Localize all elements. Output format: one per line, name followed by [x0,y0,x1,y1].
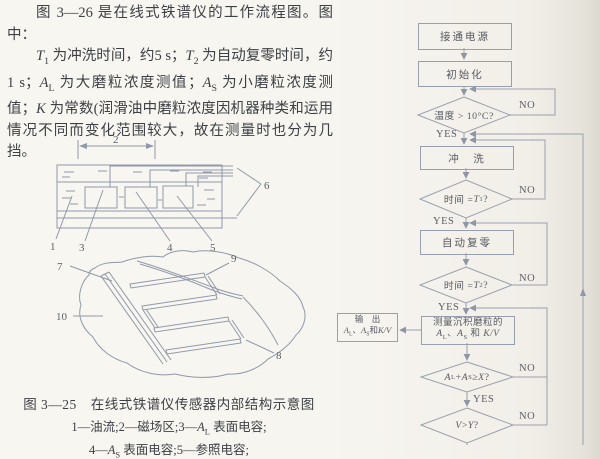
flow-decision-v-y: V > Y? [421,415,513,435]
edge-label-no-v: NO [519,411,535,422]
edge-label-no-x: NO [519,363,535,374]
flow-node-auto-zero: 自动复零 [420,230,514,255]
flow-node-output-line1: 输 出 [355,314,381,325]
edge-label-no-temp: NO [519,100,535,111]
scanned-book-page: { "colors": { "line": "#8f96a5", "ink": … [0,0,600,445]
flowchart-figure-3-26: 接通电源 初始化 冲 洗 自动复零 测量沉积磨粒的 AL、AS 和 K/V 输 … [0,0,600,445]
flow-node-flush: 冲 洗 [420,146,514,170]
edge-label-yes-t1: YES [433,216,454,227]
edge-label-no-t1: NO [519,185,535,196]
edge-label-yes-temp: YES [436,129,457,140]
flow-node-initialize: 初始化 [418,61,512,87]
flow-decision-temperature: 温度 > 10°C? [418,105,510,125]
flow-node-output-line2: AL、AS和K/V [344,325,391,341]
flow-node-measure-line1: 测量沉积磨粒的 [433,318,503,330]
flow-node-measure: 测量沉积磨粒的 AL、AS 和 K/V [421,316,515,345]
edge-label-no-t2: NO [519,273,535,284]
flow-node-output: 输 出 AL、AS和K/V [337,313,398,342]
edge-label-yes-t2: YES [438,302,459,313]
edge-label-yes-x: YES [473,394,494,405]
flow-node-measure-line2: AL、AS 和 K/V [436,329,499,343]
flow-node-power-on: 接通电源 [418,23,512,50]
